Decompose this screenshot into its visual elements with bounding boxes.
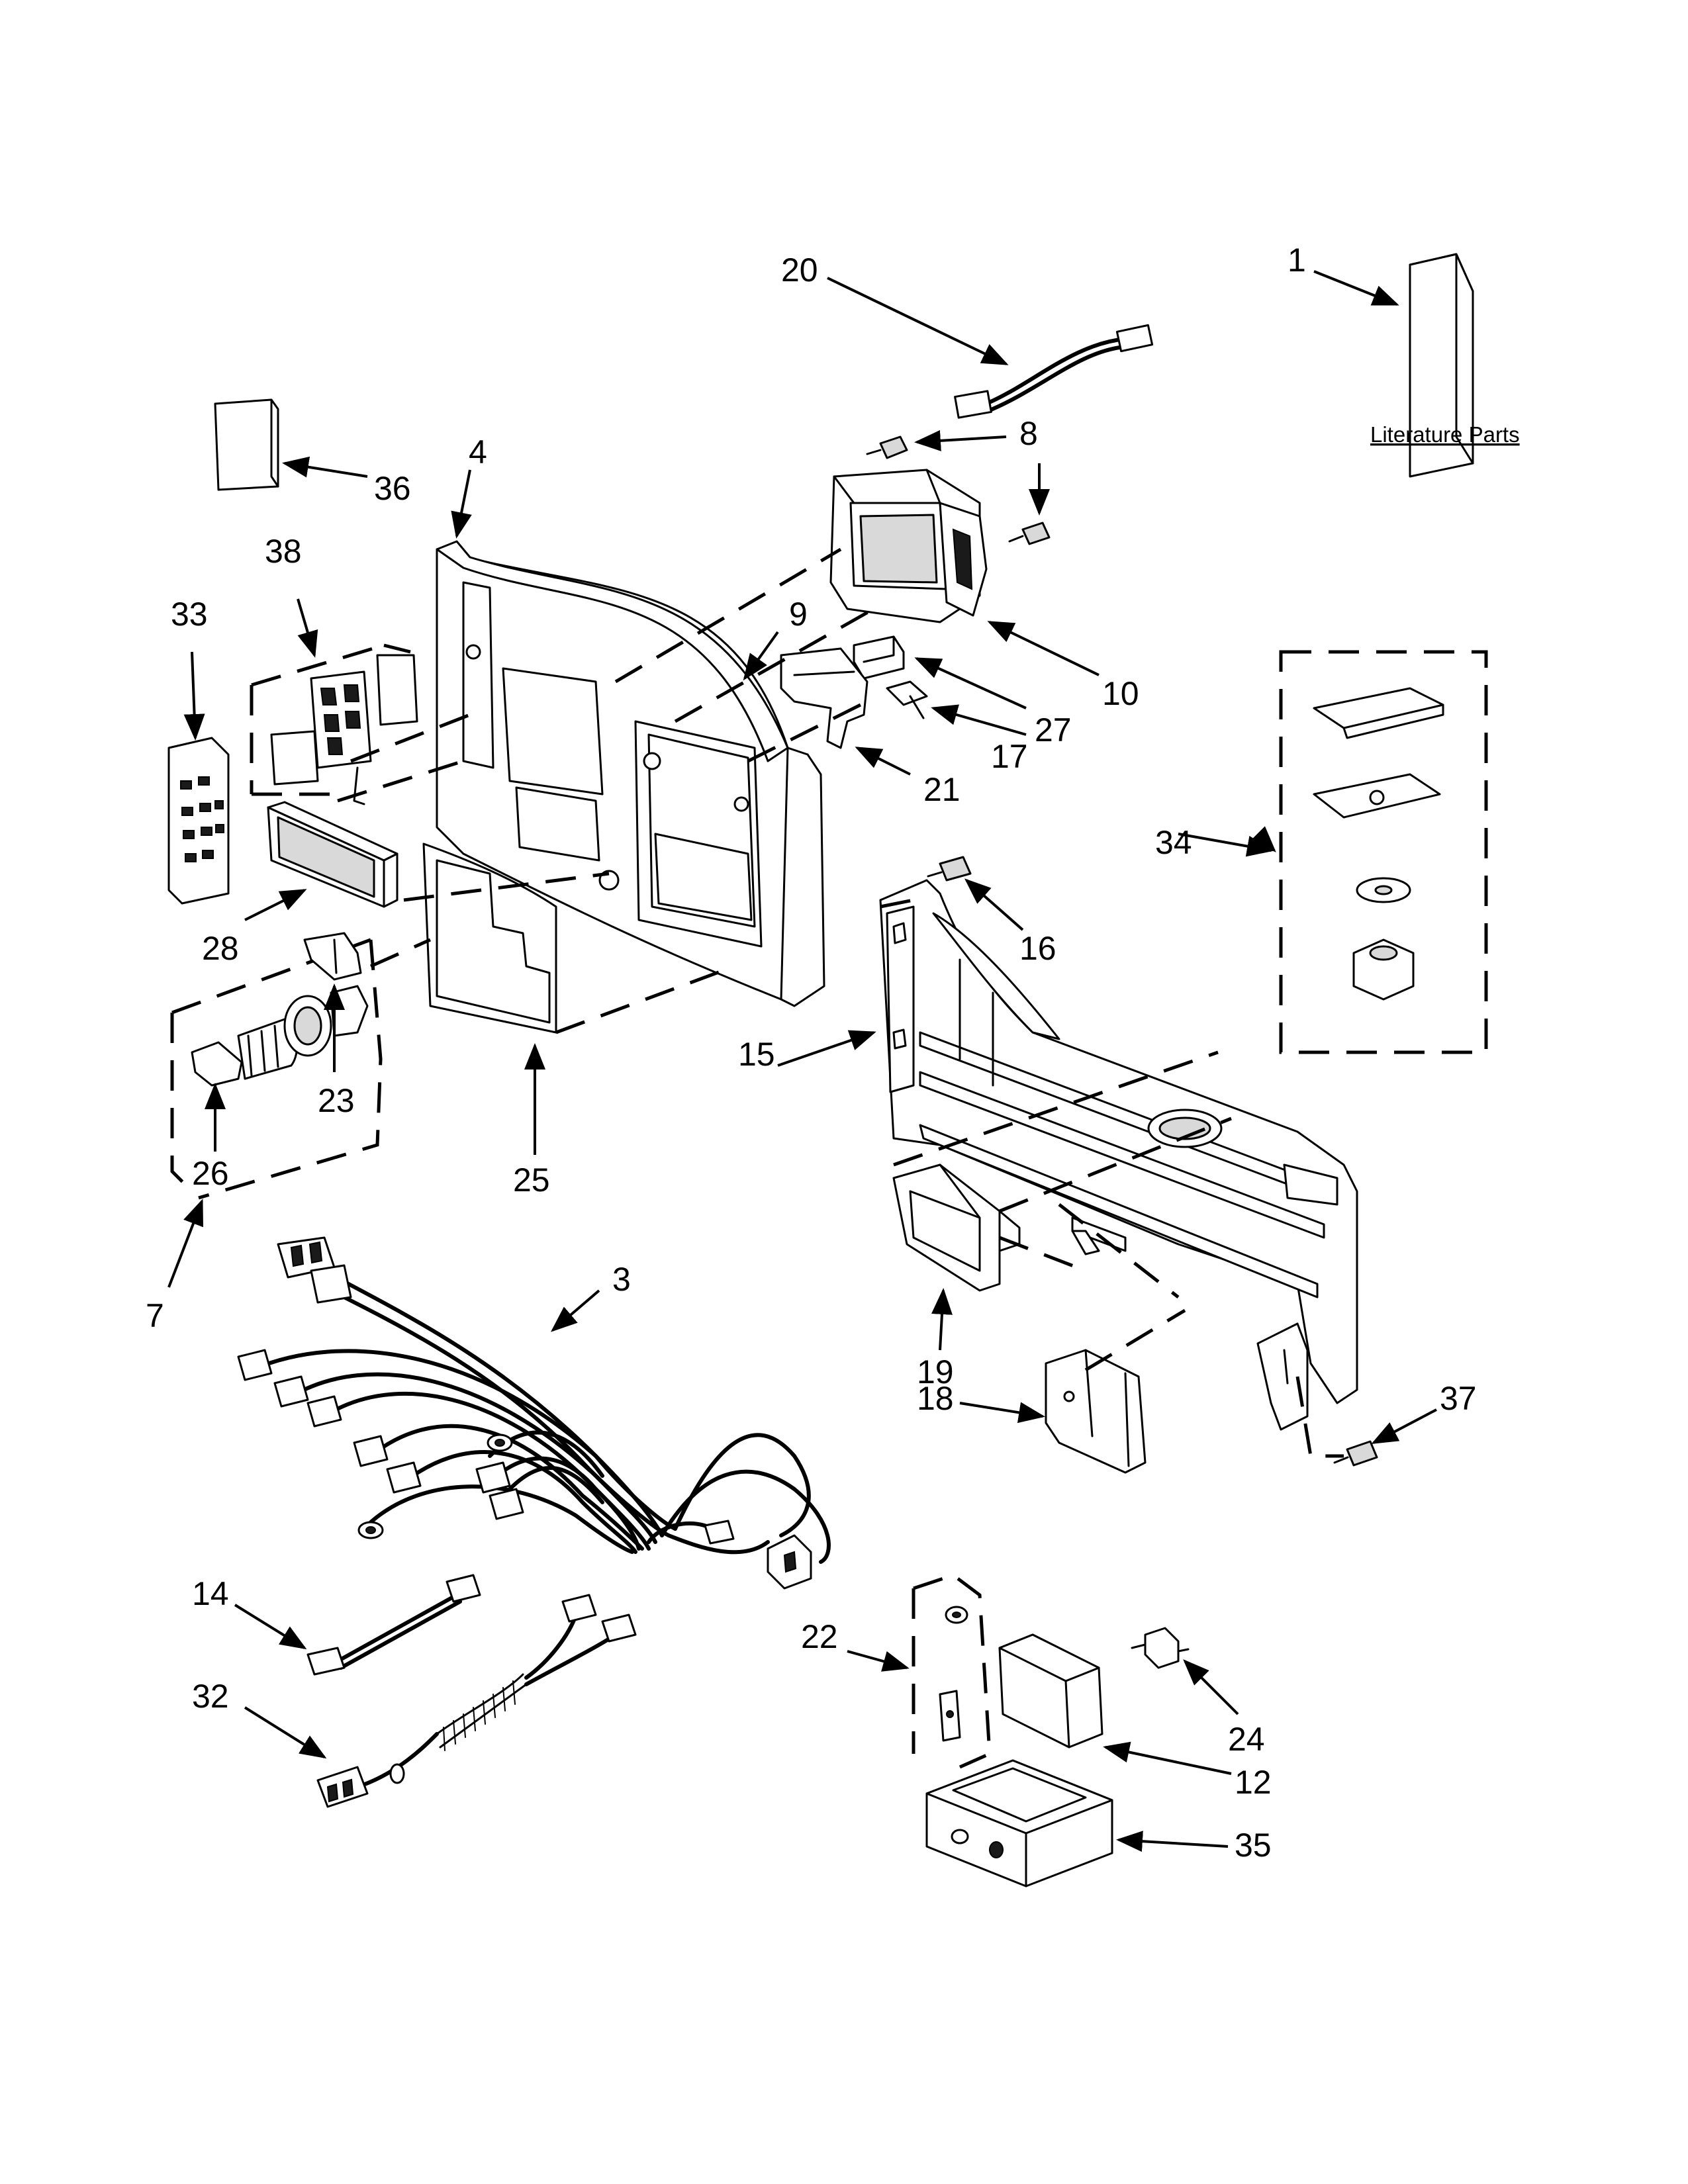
- part-3-main-harness: [237, 1236, 831, 1590]
- part-26-key-cylinder: [191, 985, 369, 1087]
- leader-arrows: [167, 270, 1437, 1852]
- callout-38: 38: [265, 533, 302, 570]
- part-12-box: [998, 1633, 1103, 1749]
- callout-24: 24: [1228, 1721, 1265, 1758]
- part-15-frame: [879, 879, 1358, 1431]
- callout-16: 16: [1019, 930, 1056, 967]
- part-14-jumper: [306, 1574, 481, 1676]
- callout-15: 15: [738, 1036, 775, 1073]
- part-37-screw: [1333, 1440, 1378, 1467]
- part-18-bracket: [1045, 1349, 1147, 1474]
- part-33-overlay: [167, 737, 230, 905]
- part-34-hardware-group: [1279, 650, 1488, 1054]
- callout-19: 19: [917, 1353, 954, 1390]
- part-17-switch: [886, 680, 928, 719]
- part-28-display: [267, 801, 399, 908]
- part-24-switch: [1131, 1627, 1190, 1669]
- part-7-lock-group: [170, 938, 383, 1200]
- part-27-switch: [853, 635, 905, 680]
- part-10-control-module: [829, 469, 988, 623]
- callout-33: 33: [171, 596, 208, 633]
- part-4-console-panel: [436, 540, 825, 1007]
- callout-20: 20: [781, 251, 818, 289]
- callout-32: 32: [192, 1678, 229, 1715]
- part-38-keypad-assembly: [250, 643, 418, 805]
- part-22-group: [912, 1573, 992, 1769]
- callout-1: 1: [1288, 242, 1306, 279]
- callout-7: 7: [146, 1297, 164, 1334]
- callout-17: 17: [991, 738, 1028, 775]
- part-21-bracket: [780, 647, 868, 749]
- callout-9: 9: [789, 596, 808, 633]
- callout-4: 4: [469, 433, 487, 471]
- callout-3: 3: [612, 1261, 631, 1298]
- callout-8: 8: [1019, 415, 1038, 452]
- callout-26: 26: [192, 1155, 229, 1192]
- literature-parts-label: Literature Parts: [1370, 422, 1520, 447]
- callout-37: 37: [1440, 1380, 1477, 1417]
- part-20-harness: [954, 324, 1154, 419]
- callout-21: 21: [923, 771, 961, 808]
- callout-labels: 1 20 8 4 36 38 33 9 10 27 17 21 34 16 28…: [146, 242, 1477, 1864]
- assembly-lines: [337, 547, 1344, 1458]
- callout-22: 22: [801, 1618, 838, 1655]
- part-8-screw-a: [866, 435, 908, 459]
- part-19-bracket: [892, 1163, 1021, 1292]
- callout-28: 28: [202, 930, 239, 967]
- part-32-harness: [316, 1594, 637, 1808]
- part-1-literature: [1409, 253, 1474, 478]
- part-23-lock-cam: [303, 932, 362, 981]
- callout-18: 18: [917, 1380, 954, 1417]
- part-16-screw: [927, 856, 972, 882]
- part-8-screw-b: [1008, 522, 1051, 545]
- part-36-cover: [214, 398, 279, 491]
- part-35-tray: [925, 1759, 1113, 1888]
- callout-34: 34: [1155, 824, 1192, 861]
- callout-25: 25: [513, 1161, 550, 1199]
- callout-35: 35: [1235, 1827, 1272, 1864]
- part-25-gasket: [422, 842, 557, 1034]
- callout-14: 14: [192, 1575, 229, 1612]
- callout-27: 27: [1035, 711, 1072, 749]
- callout-10: 10: [1102, 675, 1139, 712]
- callout-12: 12: [1235, 1764, 1272, 1801]
- callout-23: 23: [318, 1082, 355, 1119]
- callout-36: 36: [374, 470, 411, 507]
